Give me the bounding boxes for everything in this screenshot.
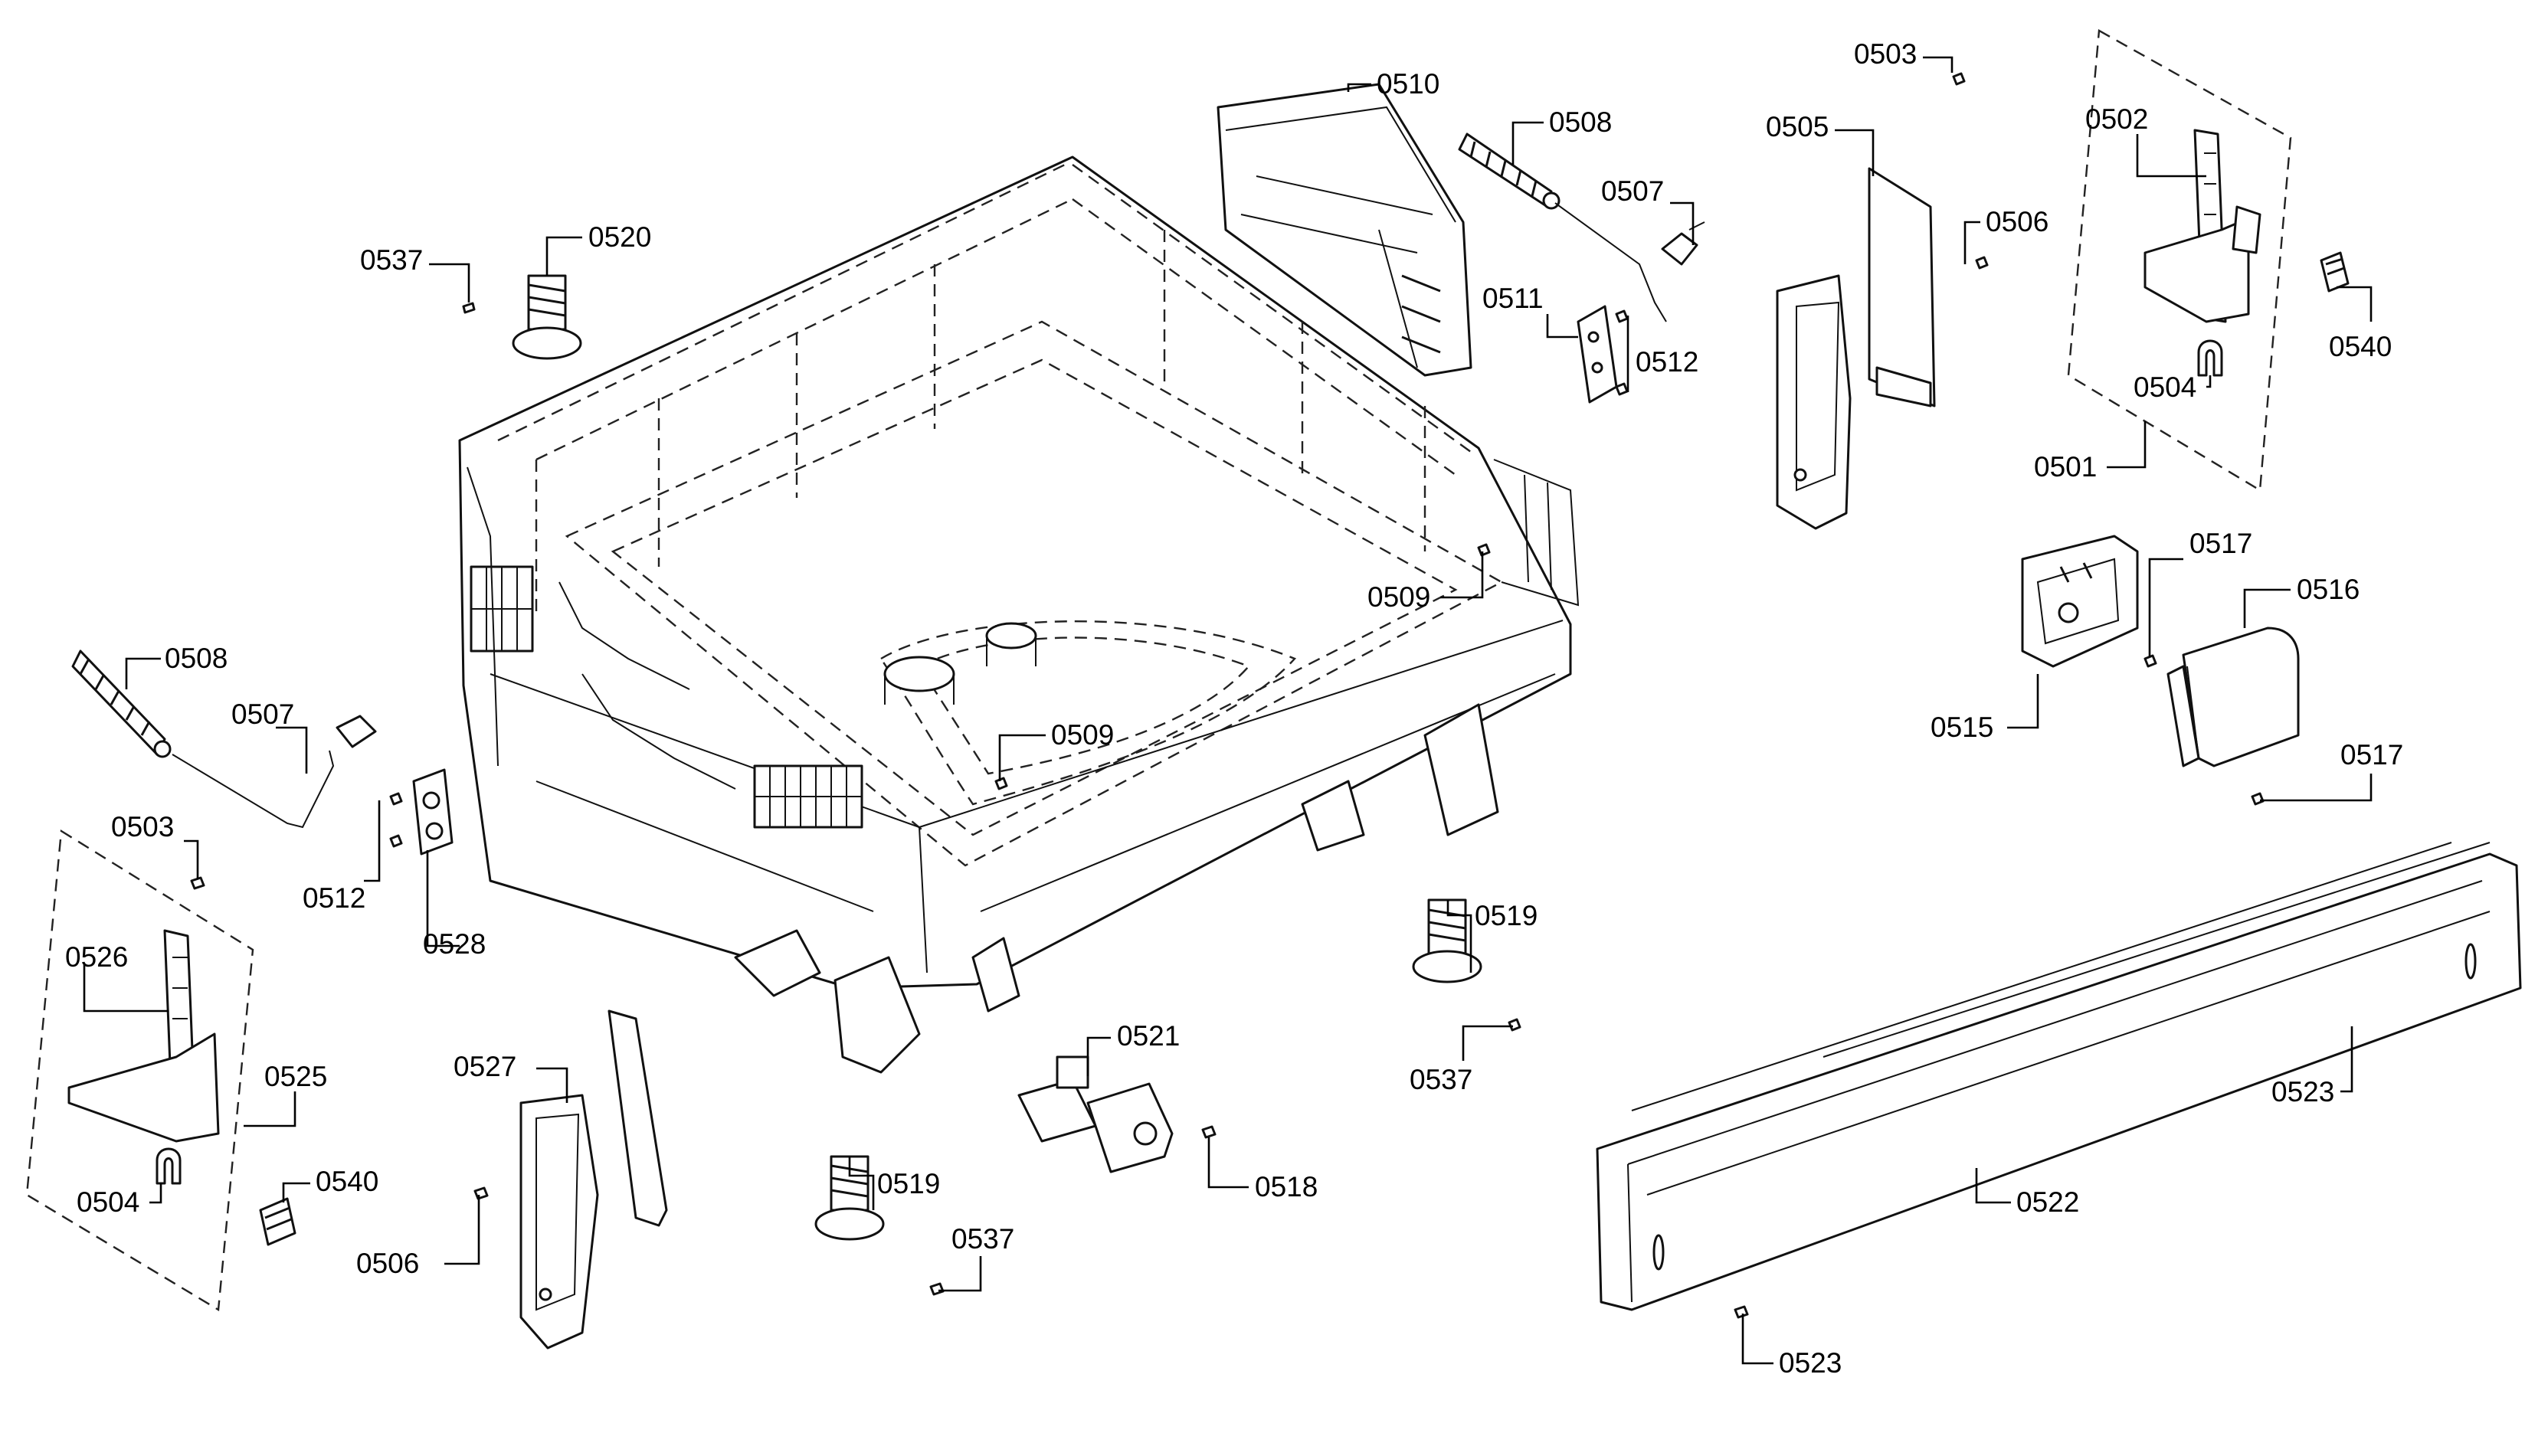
hinge-assembly-right [2067, 29, 2292, 492]
label-0505: 0505 [1766, 111, 1829, 142]
control-module [1217, 83, 1472, 377]
label-0520: 0520 [588, 221, 651, 253]
cover-bracket-0515 [2021, 535, 2139, 668]
label-0516: 0516 [2297, 574, 2360, 605]
label-0511: 0511 [1482, 283, 1544, 314]
callout-labels: 0510 0508 0507 0505 0503 0502 0506 0537 … [65, 38, 2403, 1379]
label-0518: 0518 [1255, 1171, 1318, 1202]
label-0507-right: 0507 [1601, 175, 1664, 207]
label-0512-left: 0512 [303, 882, 365, 914]
tub-base-assembly [458, 155, 1580, 1074]
hinge-spring-right [1458, 133, 1561, 210]
label-0515: 0515 [1931, 712, 1993, 743]
label-0510: 0510 [1377, 68, 1439, 100]
cable-left [172, 715, 377, 829]
kick-panel-0522 [1596, 842, 2522, 1311]
hinge-spring-left [71, 649, 172, 758]
label-0503-left: 0503 [111, 811, 174, 843]
label-0504-left: 0504 [77, 1186, 139, 1218]
label-0540-right: 0540 [2329, 331, 2392, 362]
label-0509-right: 0509 [1367, 581, 1430, 613]
label-0527: 0527 [454, 1051, 516, 1082]
bracket-0511 [1577, 305, 1618, 404]
label-0526: 0526 [65, 941, 128, 973]
label-0506-right: 0506 [1986, 206, 2048, 237]
hinge-support-0527 [519, 1009, 668, 1350]
cable-right [1554, 202, 1705, 322]
label-0503-right: 0503 [1854, 38, 1917, 70]
label-0519-right: 0519 [1475, 900, 1538, 931]
label-0525: 0525 [264, 1061, 327, 1092]
label-0537-top-left: 0537 [360, 244, 423, 276]
label-0502: 0502 [2085, 103, 2148, 135]
valve-0521 [1017, 1055, 1174, 1173]
label-0508-right: 0508 [1549, 106, 1612, 138]
label-0517-bottom: 0517 [2340, 739, 2403, 771]
label-0504-right: 0504 [2134, 371, 2196, 403]
leader-lines [83, 56, 2373, 1365]
label-0537-bottom: 0537 [951, 1223, 1014, 1255]
label-0523-top: 0523 [2271, 1076, 2334, 1108]
clip-0540-right [2320, 251, 2350, 293]
label-0528: 0528 [423, 928, 486, 960]
bracket-0528 [412, 768, 454, 856]
label-0519-left: 0519 [877, 1168, 940, 1199]
label-0517-top: 0517 [2189, 528, 2252, 559]
label-0523-bottom: 0523 [1779, 1347, 1842, 1379]
label-0509-center: 0509 [1051, 719, 1114, 751]
label-0508-left: 0508 [165, 643, 228, 674]
label-0522: 0522 [2016, 1186, 2079, 1218]
clip-0540-left [259, 1197, 296, 1246]
label-0507-left: 0507 [231, 699, 294, 730]
cover-0516 [2166, 627, 2300, 767]
label-0512-right: 0512 [1636, 346, 1698, 378]
leveling-foot-0520 [512, 274, 582, 360]
label-0506-left: 0506 [356, 1248, 419, 1279]
label-0537-right: 0537 [1410, 1064, 1472, 1095]
hinge-support-0505 [1776, 167, 1936, 530]
screws [190, 72, 2356, 1319]
label-0501: 0501 [2034, 451, 2097, 483]
label-0540-left: 0540 [316, 1166, 378, 1197]
hinge-assembly-left [25, 829, 254, 1312]
label-0521: 0521 [1117, 1020, 1180, 1052]
